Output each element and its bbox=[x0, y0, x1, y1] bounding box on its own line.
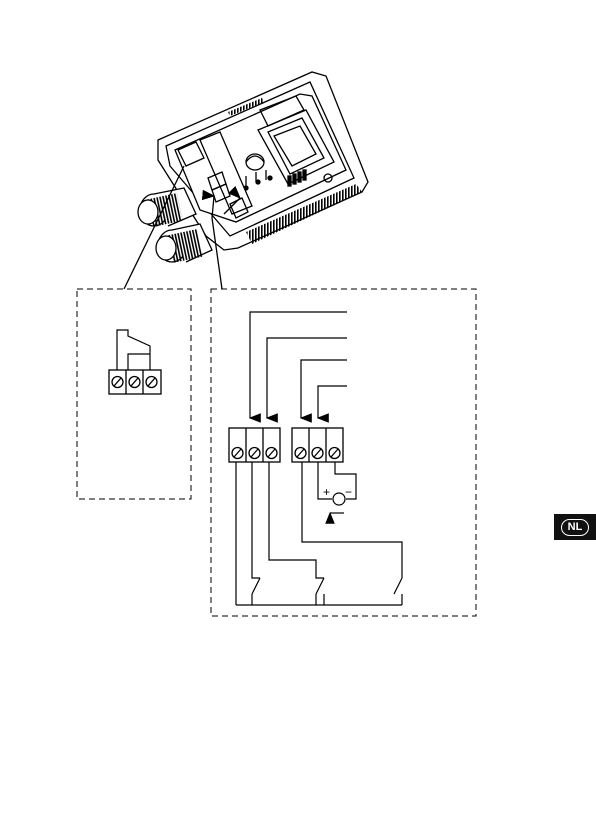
terminal-screw bbox=[112, 377, 123, 388]
actuator-illustration bbox=[124, 72, 368, 289]
language-code: NL bbox=[561, 519, 590, 536]
left-terminal-block bbox=[109, 370, 161, 394]
terminal-screw bbox=[312, 448, 323, 459]
switch-2 bbox=[316, 578, 324, 605]
language-badge: NL bbox=[554, 514, 596, 540]
incoming-wires bbox=[250, 312, 347, 418]
left-connection-panel bbox=[77, 289, 191, 499]
terminal-screw bbox=[249, 448, 260, 459]
terminal-screw bbox=[329, 448, 340, 459]
terminal-block-1 bbox=[229, 428, 280, 462]
switch-wiring bbox=[236, 462, 402, 605]
terminal-block-2 bbox=[292, 428, 343, 462]
right-connection-panel: + − bbox=[211, 289, 476, 616]
switch-1 bbox=[252, 578, 260, 605]
left-bridge-wire bbox=[117, 330, 150, 370]
terminal-screw bbox=[295, 448, 306, 459]
plus-sign: + bbox=[323, 485, 330, 499]
terminal-screw bbox=[129, 377, 140, 388]
terminal-screw bbox=[266, 448, 277, 459]
terminal-screw bbox=[146, 377, 157, 388]
minus-sign: − bbox=[345, 485, 352, 499]
switch-3 bbox=[394, 578, 402, 605]
terminal-screw bbox=[232, 448, 243, 459]
